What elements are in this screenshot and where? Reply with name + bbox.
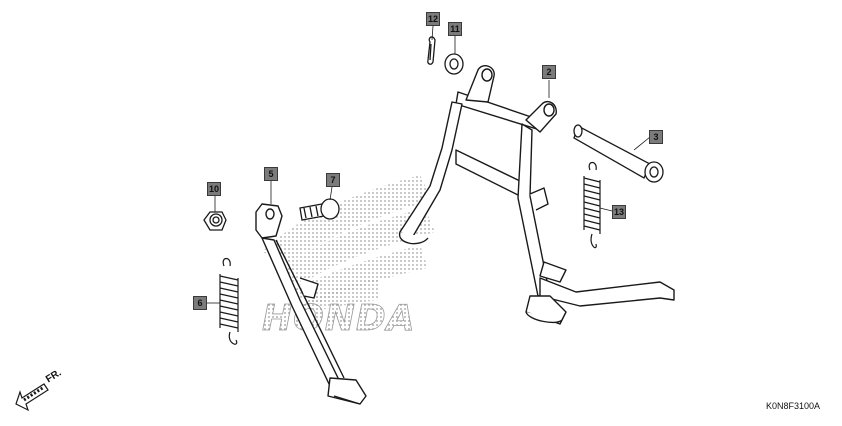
- side-stand-part: [255, 203, 367, 405]
- front-direction-arrow-icon: [15, 383, 49, 412]
- callout-5: 5: [264, 167, 278, 181]
- callout-3: 3: [649, 130, 663, 144]
- catalog-code: K0N8F3100A: [765, 401, 820, 411]
- honda-wing-logo: [262, 175, 435, 310]
- washer-part: [444, 53, 464, 75]
- watermark-text: HONDA: [262, 298, 416, 339]
- side-stand-spring-part: [219, 257, 239, 345]
- callout-6: 6: [193, 296, 207, 310]
- callout-7: 7: [326, 173, 340, 187]
- callout-11: 11: [448, 22, 462, 36]
- callout-12: 12: [426, 12, 440, 26]
- callout-2: 2: [542, 65, 556, 79]
- callout-10: 10: [207, 182, 221, 196]
- main-stand-spring-part: [583, 161, 601, 249]
- bolt-part: [299, 198, 340, 221]
- nut-part: [203, 211, 227, 231]
- callout-13: 13: [612, 205, 626, 219]
- cotter-pin-part: [427, 36, 436, 65]
- pivot-pin-part: [573, 124, 664, 183]
- main-stand-part: [399, 65, 675, 325]
- leader-lines: [206, 25, 651, 304]
